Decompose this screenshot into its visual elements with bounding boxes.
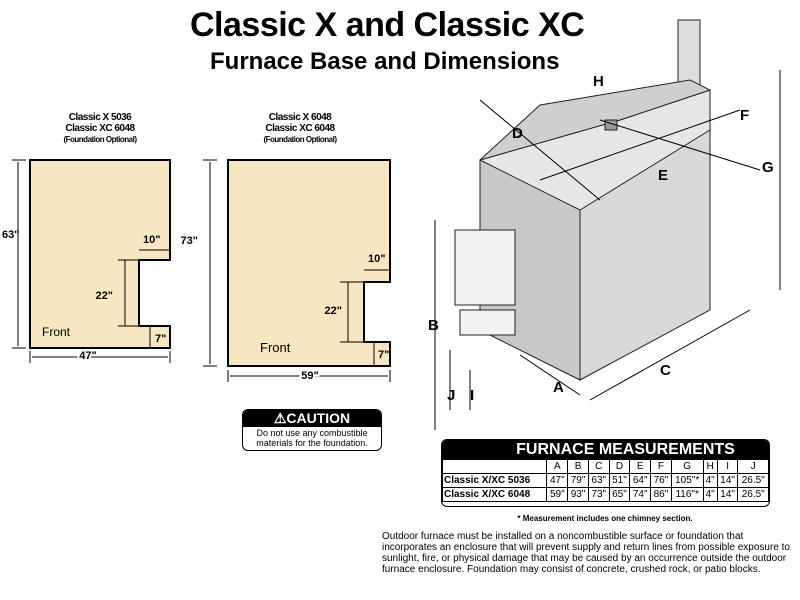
col-i: I bbox=[716, 459, 739, 474]
right-front-label: Front bbox=[260, 340, 291, 355]
caution-text: Do not use any combustible materials for… bbox=[256, 428, 368, 448]
page-title: Classic X and Classic XC bbox=[190, 6, 585, 44]
right-base-model-1: Classic X 6048 bbox=[268, 112, 332, 123]
col-g: G bbox=[670, 459, 704, 474]
col-e: E bbox=[629, 459, 652, 474]
label-e: E bbox=[658, 167, 668, 184]
page-subtitle: Furnace Base and Dimensions bbox=[210, 48, 560, 75]
label-f: F bbox=[740, 107, 749, 124]
warning-icon: ⚠ bbox=[273, 410, 287, 426]
label-b: B bbox=[428, 317, 439, 334]
col-a: A bbox=[546, 459, 569, 474]
left-notch-depth-label: 10" bbox=[143, 234, 160, 246]
cell: 51" bbox=[608, 473, 631, 488]
left-base-heading: Classic X 5036 Classic XC 6048 (Foundati… bbox=[40, 112, 160, 145]
col-h: H bbox=[702, 459, 718, 474]
right-height-label: 73" bbox=[181, 235, 198, 247]
left-notch-height-label: 22" bbox=[96, 290, 113, 302]
col-b: B bbox=[567, 459, 589, 474]
foundation-diagrams: 63" 47" 10" 22" 7" Front 73" 59" 10" 22"… bbox=[2, 159, 391, 384]
caution-box: ⚠CAUTION Do not use any combustible mate… bbox=[242, 409, 382, 451]
col-j: J bbox=[737, 459, 769, 474]
furnace-illustration: A B C D E F G H I J bbox=[428, 19, 781, 430]
right-base-heading: Classic X 6048 Classic XC 6048 (Foundati… bbox=[240, 112, 360, 145]
label-c: C bbox=[660, 362, 671, 379]
cell: 105"* bbox=[670, 473, 704, 488]
label-j: J bbox=[447, 387, 455, 404]
cell: 116"* bbox=[670, 487, 704, 502]
col-f: F bbox=[650, 459, 672, 474]
cell: 14" bbox=[716, 487, 739, 502]
right-base-note: (Foundation Optional) bbox=[263, 135, 337, 144]
cell: 73" bbox=[587, 487, 610, 502]
cell: 4" bbox=[702, 487, 718, 502]
table-row: Classic X/XC 5036 47"79"63"51"64"76"105"… bbox=[442, 473, 769, 488]
cell: 47" bbox=[546, 473, 569, 488]
right-width-label: 59" bbox=[301, 370, 318, 382]
cell: 59" bbox=[546, 487, 569, 502]
cell: 86" bbox=[650, 487, 672, 502]
row-name: Classic X/XC 5036 bbox=[442, 473, 548, 488]
right-notch-height-label: 22" bbox=[325, 305, 342, 317]
right-bottom-offset-label: 7" bbox=[378, 349, 389, 361]
label-a: A bbox=[553, 379, 564, 396]
table-row: Classic X/XC 6048 59"93"73"65"74"86"116"… bbox=[442, 487, 769, 502]
measurements-title: FURNACE MEASUREMENTS bbox=[442, 440, 769, 459]
cell: 4" bbox=[702, 473, 718, 488]
row-name: Classic X/XC 6048 bbox=[442, 487, 548, 502]
right-base-model-2: Classic XC 6048 bbox=[265, 123, 335, 134]
cell: 93" bbox=[567, 487, 589, 502]
label-g: G bbox=[762, 159, 774, 176]
label-i: I bbox=[470, 387, 474, 404]
label-h: H bbox=[593, 73, 604, 90]
left-height-label: 63" bbox=[2, 229, 19, 241]
left-foundation-shape bbox=[29, 159, 171, 349]
cell: 74" bbox=[629, 487, 652, 502]
left-width-label: 47" bbox=[79, 350, 96, 362]
right-foundation-shape bbox=[227, 159, 391, 367]
cell: 64" bbox=[629, 473, 652, 488]
cell: 79" bbox=[567, 473, 589, 488]
left-base-model-1: Classic X 5036 bbox=[68, 112, 132, 123]
label-d: D bbox=[512, 125, 523, 142]
left-base-note: (Foundation Optional) bbox=[63, 135, 137, 144]
left-bottom-offset-label: 7" bbox=[155, 333, 166, 345]
left-base-model-2: Classic XC 6048 bbox=[65, 123, 135, 134]
cell: 26.5" bbox=[737, 487, 769, 502]
footnote: * Measurement includes one chimney secti… bbox=[517, 514, 693, 523]
left-front-label: Front bbox=[42, 325, 71, 339]
right-notch-depth-label: 10" bbox=[368, 253, 385, 265]
cell: 63" bbox=[587, 473, 610, 488]
cell: 26.5" bbox=[737, 473, 769, 488]
col-c: C bbox=[587, 459, 610, 474]
installation-paragraph: Outdoor furnace must be installed on a n… bbox=[382, 531, 790, 575]
cell: 14" bbox=[716, 473, 739, 488]
col-d: D bbox=[608, 459, 631, 474]
cell: 65" bbox=[608, 487, 631, 502]
caution-title: CAUTION bbox=[286, 410, 351, 426]
cell: 76" bbox=[650, 473, 672, 488]
